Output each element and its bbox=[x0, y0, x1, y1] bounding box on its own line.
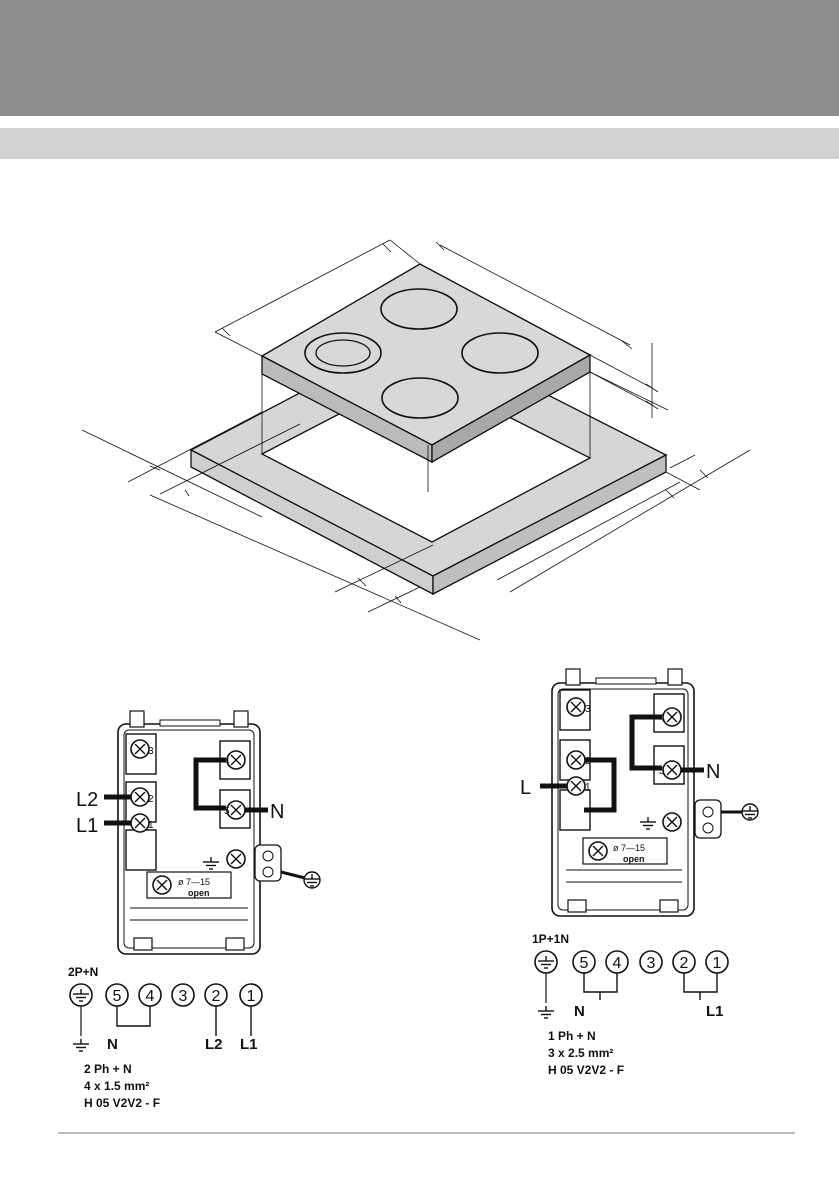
terminal-block-left: 3 2 1 4 5 ø 7—15 open L2 L1 N bbox=[76, 710, 321, 955]
terminal-number: 3 bbox=[647, 955, 656, 972]
side-label-n: N bbox=[270, 801, 284, 823]
side-label-l1: L1 bbox=[76, 815, 98, 837]
dimension-lines bbox=[81, 239, 751, 641]
screw-number: 1 bbox=[585, 782, 591, 793]
terminal-number: 4 bbox=[146, 988, 155, 1005]
terminal-number: 1 bbox=[713, 955, 722, 972]
section-band bbox=[0, 128, 839, 159]
config-code: 1P+1N bbox=[532, 932, 569, 946]
terminal-label: L2 bbox=[205, 1036, 223, 1053]
terminal-number: 2 bbox=[680, 955, 689, 972]
clamp-dimension: ø 7—15 bbox=[613, 843, 645, 853]
terminal-number: 3 bbox=[179, 988, 188, 1005]
screw-number: 4 bbox=[659, 713, 665, 724]
screw-number: 1 bbox=[148, 820, 154, 831]
terminal-number: 4 bbox=[613, 955, 622, 972]
spec-line: 2 Ph + N bbox=[84, 1062, 132, 1076]
hob-diagram bbox=[81, 239, 751, 641]
terminal-number: 5 bbox=[113, 988, 122, 1005]
terminal-legend-left: 2P+N 5 4 3 2 1 N L2 L1 2 Ph + N 4 x 1.5 … bbox=[68, 965, 263, 1110]
terminal-legend-right: 1P+1N 5 4 3 2 1 N L1 1 Ph + N 3 x 2.5 mm… bbox=[532, 932, 729, 1077]
terminal-label: L1 bbox=[706, 1003, 724, 1020]
cooking-zone-right bbox=[461, 332, 539, 374]
terminal-number: 1 bbox=[247, 988, 256, 1005]
clamp-label: open bbox=[188, 888, 210, 898]
header-band bbox=[0, 0, 839, 116]
spec-line: H 05 V2V2 - F bbox=[548, 1063, 624, 1077]
screw-number: 4 bbox=[224, 756, 230, 767]
terminal-number: 2 bbox=[212, 988, 221, 1005]
screw-number: 3 bbox=[585, 704, 591, 715]
side-label-l: L bbox=[520, 777, 531, 799]
screw-number: 2 bbox=[585, 756, 591, 767]
screw-number: 5 bbox=[659, 766, 665, 777]
screw-number: 5 bbox=[224, 806, 230, 817]
screw-number: 3 bbox=[148, 746, 154, 757]
spec-line: 3 x 2.5 mm² bbox=[548, 1046, 613, 1060]
footer-rule bbox=[58, 1132, 795, 1134]
terminal-label: N bbox=[574, 1003, 585, 1020]
spec-line: H 05 V2V2 - F bbox=[84, 1096, 160, 1110]
config-code: 2P+N bbox=[68, 965, 98, 979]
terminal-block-right: 3 2 1 4 5 ø 7—15 open L N bbox=[520, 668, 759, 917]
hob-top bbox=[260, 263, 592, 464]
clamp-label: open bbox=[623, 854, 645, 864]
spec-line: 1 Ph + N bbox=[548, 1029, 596, 1043]
cooking-zone-front bbox=[381, 377, 459, 419]
side-label-n: N bbox=[706, 761, 720, 783]
terminal-label: N bbox=[107, 1036, 118, 1053]
terminal-label: L1 bbox=[240, 1036, 258, 1053]
cooking-zone-rear bbox=[380, 288, 458, 330]
screw-number: 2 bbox=[148, 794, 154, 805]
spec-line: 4 x 1.5 mm² bbox=[84, 1079, 149, 1093]
terminal-number: 5 bbox=[580, 955, 589, 972]
side-label-l2: L2 bbox=[76, 789, 98, 811]
clamp-dimension: ø 7—15 bbox=[178, 877, 210, 887]
